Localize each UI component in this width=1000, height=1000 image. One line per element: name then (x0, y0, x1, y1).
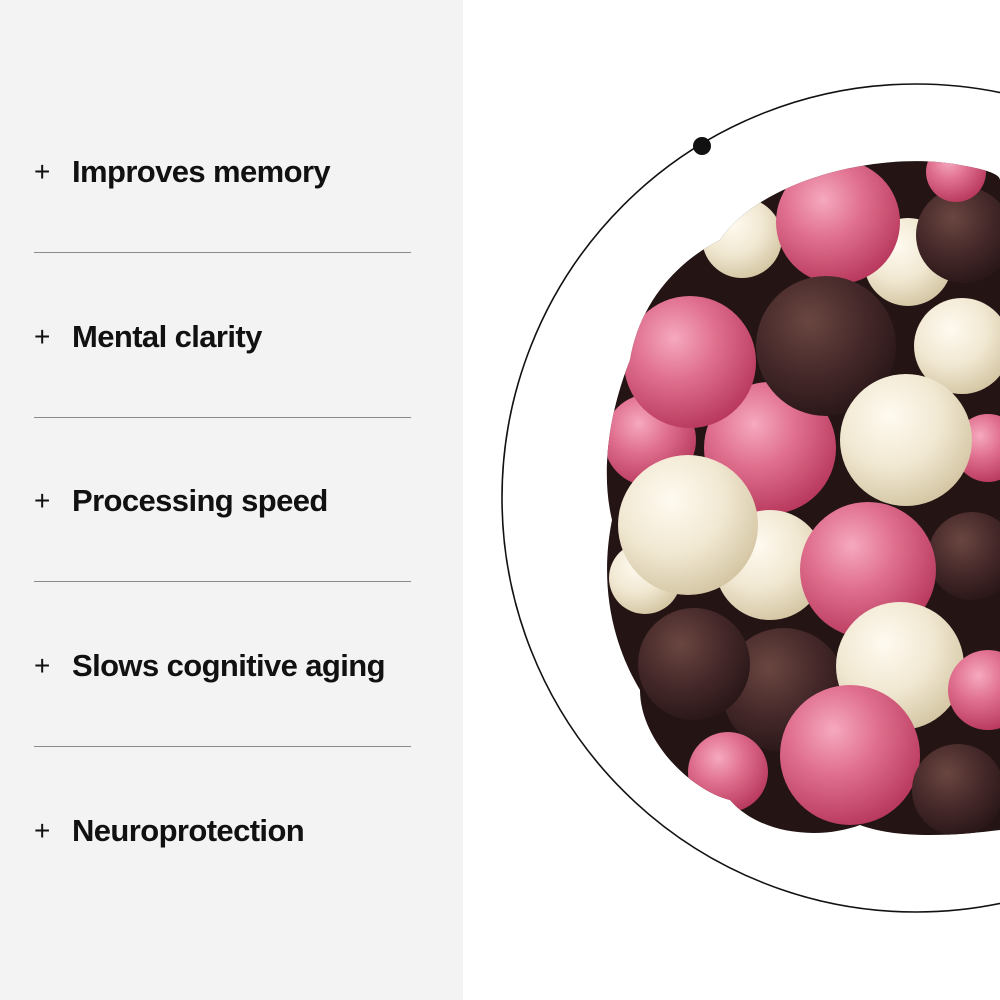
benefit-label: Neuroprotection (72, 813, 305, 848)
benefits-panel: + Improves memory + Mental clarity + Pro… (0, 0, 463, 1000)
divider (34, 746, 411, 747)
cereal-balls (606, 161, 1000, 835)
cereal-illustration (501, 83, 1000, 913)
benefit-item-mental-clarity[interactable]: + Mental clarity (34, 312, 434, 362)
benefit-label: Processing speed (72, 483, 328, 518)
benefit-item-neuroprotection[interactable]: + Neuroprotection (34, 806, 434, 856)
product-image-panel (463, 0, 1000, 1000)
plus-icon: + (34, 321, 51, 352)
benefit-item-improves-memory[interactable]: + Improves memory (34, 147, 434, 197)
benefit-label: Mental clarity (72, 319, 262, 354)
plus-icon: + (34, 815, 51, 846)
plus-icon: + (34, 650, 51, 681)
orbit-dot (693, 137, 711, 155)
benefit-label: Slows cognitive aging (72, 648, 386, 683)
benefit-item-processing-speed[interactable]: + Processing speed (34, 476, 434, 526)
orbit-ring (501, 83, 1000, 913)
benefit-item-slows-cognitive-aging[interactable]: + Slows cognitive aging (34, 641, 434, 691)
divider (34, 252, 411, 253)
divider (34, 417, 411, 418)
plus-icon: + (34, 485, 51, 516)
divider (34, 581, 411, 582)
benefit-label: Improves memory (72, 154, 331, 189)
plus-icon: + (34, 156, 51, 187)
